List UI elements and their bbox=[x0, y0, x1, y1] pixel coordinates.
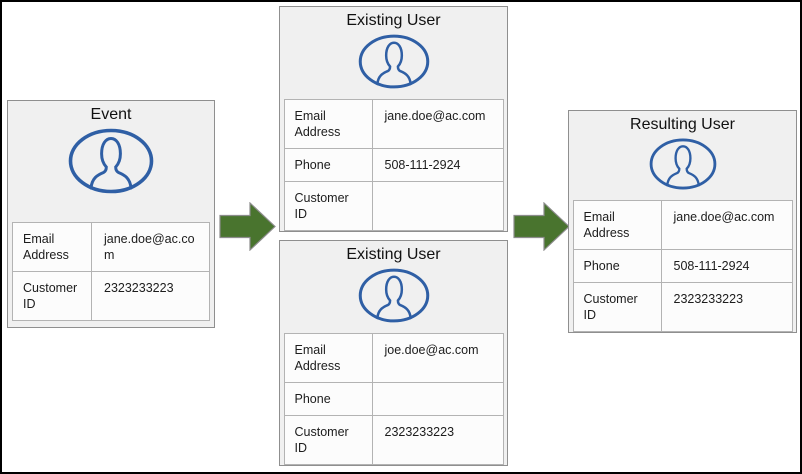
table-row: Customer ID 2323233223 bbox=[572, 282, 793, 332]
panel-title: Event bbox=[90, 106, 132, 123]
attribute-label: Phone bbox=[572, 249, 662, 283]
attribute-value: jane.doe@ac.com bbox=[91, 222, 210, 272]
attribute-table: Email Address jane.doe@ac.com Customer I… bbox=[12, 222, 210, 321]
panel-resulting-user: Resulting User Email Address jane.doe@ac… bbox=[568, 110, 797, 333]
table-row: Customer ID 2323233223 bbox=[283, 415, 504, 465]
attribute-label: Phone bbox=[283, 148, 373, 182]
table-row: Email Address jane.doe@ac.com bbox=[283, 99, 504, 149]
attribute-value: 508-111-2924 bbox=[660, 249, 793, 283]
table-row: Email Address jane.doe@ac.com bbox=[12, 222, 210, 272]
panel-event: Event Email Address jane.doe@ac.com Cust… bbox=[7, 100, 215, 328]
user-icon bbox=[649, 138, 716, 190]
table-row: Email Address jane.doe@ac.com bbox=[572, 200, 793, 250]
table-row: Phone 508-111-2924 bbox=[572, 249, 793, 283]
attribute-label: Customer ID bbox=[572, 282, 662, 332]
panel-title: Existing User bbox=[346, 246, 441, 263]
attribute-table: Email Address jane.doe@ac.com Phone 508-… bbox=[572, 200, 793, 332]
attribute-label: Email Address bbox=[572, 200, 662, 250]
table-row: Phone bbox=[283, 382, 504, 416]
attribute-table: Email Address jane.doe@ac.com Phone 508-… bbox=[283, 99, 504, 231]
panel-title: Resulting User bbox=[630, 116, 735, 133]
panel-title: Existing User bbox=[346, 12, 441, 29]
user-icon bbox=[358, 268, 429, 323]
table-row: Phone 508-111-2924 bbox=[283, 148, 504, 182]
attribute-label: Customer ID bbox=[283, 415, 373, 465]
panel-existing-user-top: Existing User Email Address jane.doe@ac.… bbox=[279, 6, 508, 232]
user-icon bbox=[68, 128, 154, 194]
panel-existing-user-bottom: Existing User Email Address joe.doe@ac.c… bbox=[279, 240, 508, 466]
attribute-value bbox=[371, 382, 504, 416]
attribute-value: jane.doe@ac.com bbox=[660, 200, 793, 250]
attribute-value: jane.doe@ac.com bbox=[371, 99, 504, 149]
attribute-value: 2323233223 bbox=[91, 271, 210, 321]
arrow-right-icon bbox=[513, 202, 570, 251]
arrow-right-icon bbox=[219, 202, 276, 251]
user-icon bbox=[358, 34, 429, 89]
attribute-label: Email Address bbox=[12, 222, 92, 272]
attribute-label: Customer ID bbox=[12, 271, 92, 321]
attribute-label: Email Address bbox=[283, 99, 373, 149]
attribute-table: Email Address joe.doe@ac.com Phone Custo… bbox=[283, 333, 504, 465]
attribute-label: Customer ID bbox=[283, 181, 373, 231]
attribute-label: Phone bbox=[283, 382, 373, 416]
table-row: Customer ID 2323233223 bbox=[12, 271, 210, 321]
attribute-value: 2323233223 bbox=[371, 415, 504, 465]
attribute-value: 2323233223 bbox=[660, 282, 793, 332]
attribute-label: Email Address bbox=[283, 333, 373, 383]
attribute-value: 508-111-2924 bbox=[371, 148, 504, 182]
table-row: Email Address joe.doe@ac.com bbox=[283, 333, 504, 383]
table-row: Customer ID bbox=[283, 181, 504, 231]
attribute-value: joe.doe@ac.com bbox=[371, 333, 504, 383]
attribute-value bbox=[371, 181, 504, 231]
